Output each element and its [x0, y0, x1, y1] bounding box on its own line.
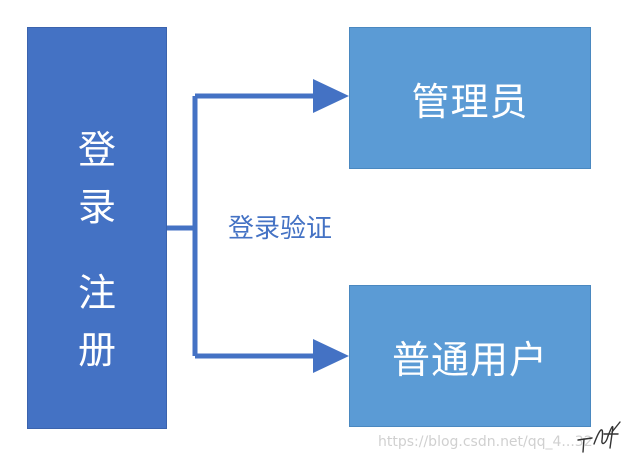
left-box-char-1: 登 [77, 128, 116, 172]
user-box: 普通用户 [349, 285, 591, 427]
user-label: 普通用户 [391, 337, 548, 382]
watermark-url: https://blog.csdn.net/qq_4...32 [378, 434, 593, 450]
left-box-char-3: 注 [77, 271, 116, 315]
arrowhead-admin [313, 79, 349, 113]
login-verification-label: 登录验证 [228, 214, 333, 244]
left-box-char-4: 册 [77, 328, 116, 372]
login-register-box: 登 录 注 册 [27, 27, 167, 429]
signature-mark [577, 421, 621, 453]
admin-box: 管理员 [349, 27, 591, 169]
admin-label: 管理员 [411, 79, 529, 124]
arrowhead-user [313, 339, 349, 373]
left-box-char-2: 录 [77, 185, 116, 229]
